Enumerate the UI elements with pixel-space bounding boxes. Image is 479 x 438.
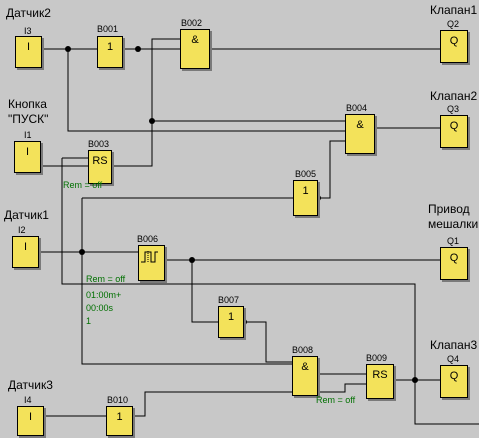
label-klapan1: Клапан1 bbox=[430, 3, 478, 17]
wire-b010-b009 bbox=[133, 383, 366, 417]
output-block-q2[interactable]: Q bbox=[440, 30, 468, 63]
label-meshalki: мешалки bbox=[428, 217, 479, 231]
wire-b009-fb bbox=[414, 382, 479, 425]
id-q2: Q2 bbox=[447, 19, 460, 29]
block-symbol: & bbox=[191, 34, 199, 46]
junction bbox=[79, 249, 85, 255]
id-b003: B003 bbox=[88, 139, 110, 149]
id-b005: B005 bbox=[295, 169, 317, 179]
output-block-q4[interactable]: Q bbox=[440, 365, 468, 398]
input-block-i1[interactable]: I bbox=[14, 141, 41, 173]
block-symbol: Q bbox=[449, 120, 459, 132]
block-symbol: & bbox=[356, 119, 364, 131]
block-b003-rs[interactable]: RS bbox=[88, 150, 112, 184]
block-symbol: RS bbox=[372, 369, 388, 381]
param-b003-rem: Rem = off bbox=[63, 180, 103, 190]
param-b009-rem: Rem = off bbox=[316, 395, 356, 405]
block-b007-not[interactable]: 1 bbox=[218, 306, 244, 338]
pulse-icon bbox=[141, 251, 158, 263]
param-b006-time2: 00:00s bbox=[86, 303, 114, 313]
block-b005-or[interactable]: 1 bbox=[293, 180, 318, 216]
block-symbol: 1 bbox=[227, 311, 235, 323]
param-b006-rem: Rem = off bbox=[86, 274, 126, 284]
label-klapan3: Клапан3 bbox=[430, 338, 478, 352]
output-block-q1[interactable]: Q bbox=[440, 247, 468, 280]
label-knopka: Кнопка bbox=[8, 97, 47, 111]
block-symbol: 1 bbox=[106, 41, 114, 53]
label-datchik3: Датчик3 bbox=[8, 378, 53, 392]
id-b009: B009 bbox=[366, 353, 388, 363]
junction bbox=[135, 46, 141, 52]
id-i4: I4 bbox=[24, 395, 32, 405]
wire-b005-b004 bbox=[318, 140, 345, 199]
block-b009-rs[interactable]: RS bbox=[366, 364, 394, 399]
block-b010-not[interactable]: 1 bbox=[106, 406, 133, 436]
id-i1: I1 bbox=[24, 130, 32, 140]
input-block-i4[interactable]: I bbox=[17, 406, 44, 436]
block-b002-and[interactable]: & bbox=[180, 29, 210, 69]
wire-s-down bbox=[61, 158, 416, 382]
input-block-i2[interactable]: I bbox=[12, 236, 39, 268]
block-b004-and[interactable]: & bbox=[345, 114, 375, 154]
label-datchik2: Датчик2 bbox=[6, 6, 51, 20]
id-q1: Q1 bbox=[447, 236, 460, 246]
block-symbol: Q bbox=[449, 252, 459, 264]
id-b010: B010 bbox=[107, 395, 129, 405]
id-b002: B002 bbox=[181, 18, 203, 28]
block-b006-timer[interactable] bbox=[138, 245, 165, 281]
block-symbol: I bbox=[26, 41, 31, 53]
id-q3: Q3 bbox=[447, 104, 460, 114]
junction bbox=[412, 377, 418, 383]
label-datchik1: Датчик1 bbox=[4, 208, 49, 222]
block-symbol: I bbox=[23, 241, 28, 253]
junction bbox=[189, 257, 195, 263]
junction bbox=[149, 118, 155, 124]
wire-b003-b002 bbox=[112, 38, 180, 167]
block-symbol: I bbox=[28, 411, 33, 423]
wire-b006-b007 bbox=[191, 260, 218, 323]
block-b001-not[interactable]: 1 bbox=[97, 36, 123, 68]
block-b008-and[interactable]: & bbox=[292, 356, 318, 396]
block-symbol: 1 bbox=[116, 411, 123, 423]
id-q4: Q4 bbox=[447, 354, 460, 364]
block-symbol: I bbox=[25, 146, 30, 158]
label-klapan2: Клапан2 bbox=[430, 89, 478, 103]
id-b001: B001 bbox=[97, 24, 119, 34]
block-symbol: & bbox=[301, 361, 309, 373]
block-symbol: Q bbox=[449, 35, 459, 47]
id-b006: B006 bbox=[137, 234, 159, 244]
param-b006-time1: 01:00m+ bbox=[86, 290, 122, 300]
id-b007: B007 bbox=[218, 295, 240, 305]
block-symbol: 1 bbox=[302, 185, 309, 197]
id-i2: I2 bbox=[18, 225, 26, 235]
id-i3: I3 bbox=[24, 26, 32, 36]
label-pusk: "ПУСК" bbox=[8, 112, 49, 126]
output-block-q3[interactable]: Q bbox=[440, 115, 468, 148]
wire-i3-b004 bbox=[67, 49, 345, 132]
junction bbox=[65, 46, 71, 52]
block-symbol: RS bbox=[92, 155, 108, 167]
block-symbol: Q bbox=[449, 370, 459, 382]
id-b004: B004 bbox=[346, 103, 368, 113]
input-block-i3[interactable]: I bbox=[15, 36, 42, 68]
wire-b007-b008 bbox=[244, 321, 292, 363]
label-privod: Привод bbox=[428, 202, 470, 216]
param-b006-count: 1 bbox=[86, 316, 92, 326]
id-b008: B008 bbox=[292, 345, 314, 355]
